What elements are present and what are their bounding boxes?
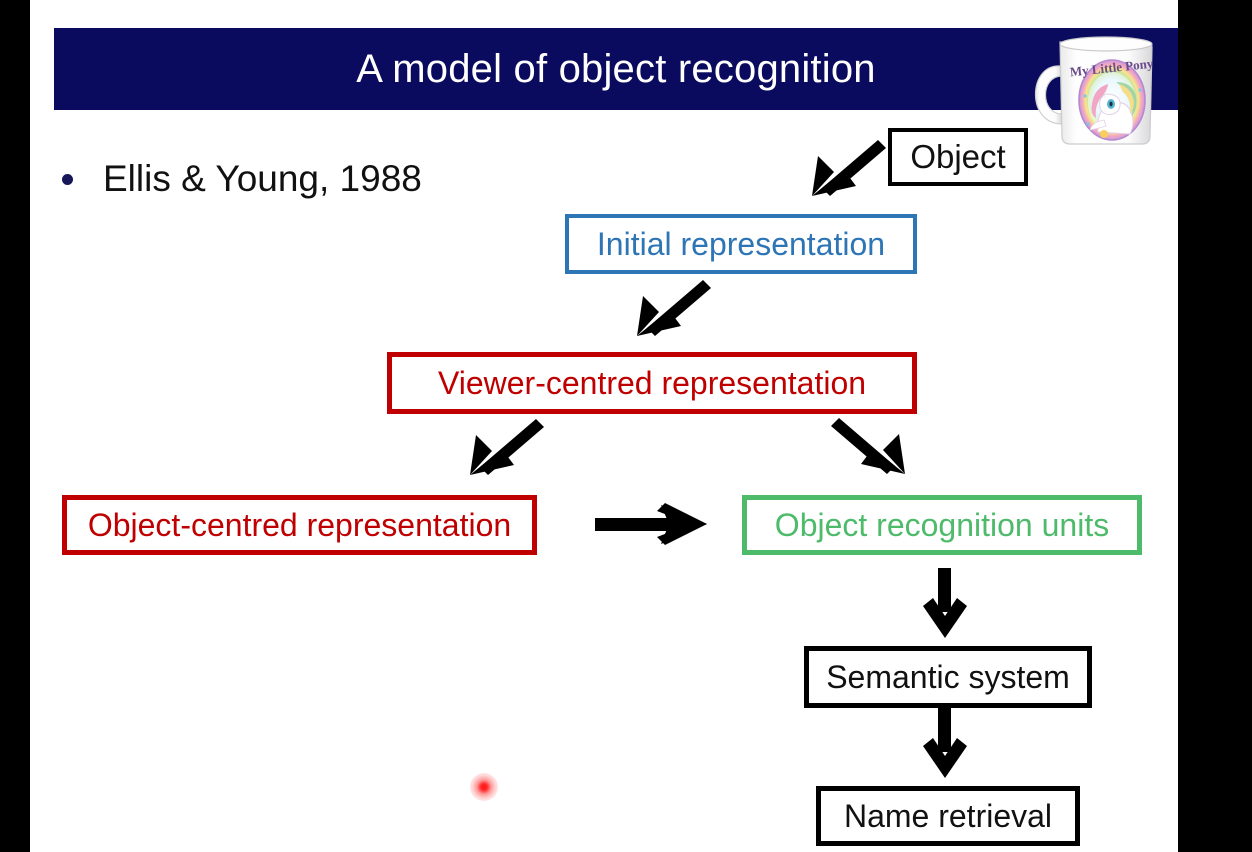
my-little-pony-mug-image: My Little Pony (1020, 24, 1170, 152)
arrow-right-icon-object-centred-to-object-recognition-units (595, 497, 713, 553)
arrow-down-left-icon-viewer-to-object-centred (458, 417, 550, 485)
node-viewer-centred-representation-label: Viewer-centred representation (437, 364, 867, 401)
node-object-recognition-units[interactable]: Object recognition units (742, 495, 1142, 555)
slide-title-bar: A model of object recognition (54, 28, 1178, 110)
letterbox-bar-right (1178, 0, 1252, 852)
node-name-retrieval-label: Name retrieval (843, 797, 1053, 834)
arrow-down-icon-object-recognition-units-to-semantic-system (915, 568, 975, 642)
node-object-recognition-units-label: Object recognition units (774, 506, 1110, 543)
node-semantic-system[interactable]: Semantic system (804, 646, 1092, 708)
page-title: A model of object recognition (356, 47, 876, 91)
node-initial-representation-label: Initial representation (596, 225, 886, 262)
arrow-down-left-icon-initial-to-viewer (625, 278, 717, 346)
arrow-down-right-icon-viewer-to-object-recognition-units (825, 416, 917, 484)
node-object-centred-representation[interactable]: Object-centred representation (62, 495, 537, 555)
node-name-retrieval[interactable]: Name retrieval (816, 786, 1080, 846)
citation-text: Ellis & Young, 1988 (103, 158, 422, 199)
node-semantic-system-label: Semantic system (826, 658, 1070, 695)
slide-canvas: A model of object recognition (30, 0, 1178, 852)
node-initial-representation[interactable]: Initial representation (565, 214, 917, 274)
node-viewer-centred-representation[interactable]: Viewer-centred representation (387, 352, 917, 414)
arrow-down-left-icon-object-to-initial (800, 138, 892, 206)
node-object-centred-representation-label: Object-centred representation (87, 506, 512, 543)
bullet-list-item: Ellis & Young, 1988 (62, 158, 422, 200)
node-object-label: Object (910, 138, 1006, 175)
laser-pointer-dot (470, 773, 498, 801)
arrow-down-icon-semantic-system-to-name-retrieval (915, 708, 975, 782)
letterbox-bar-left (0, 0, 30, 852)
node-object[interactable]: Object (888, 128, 1028, 186)
bullet-dot-icon (62, 173, 73, 185)
